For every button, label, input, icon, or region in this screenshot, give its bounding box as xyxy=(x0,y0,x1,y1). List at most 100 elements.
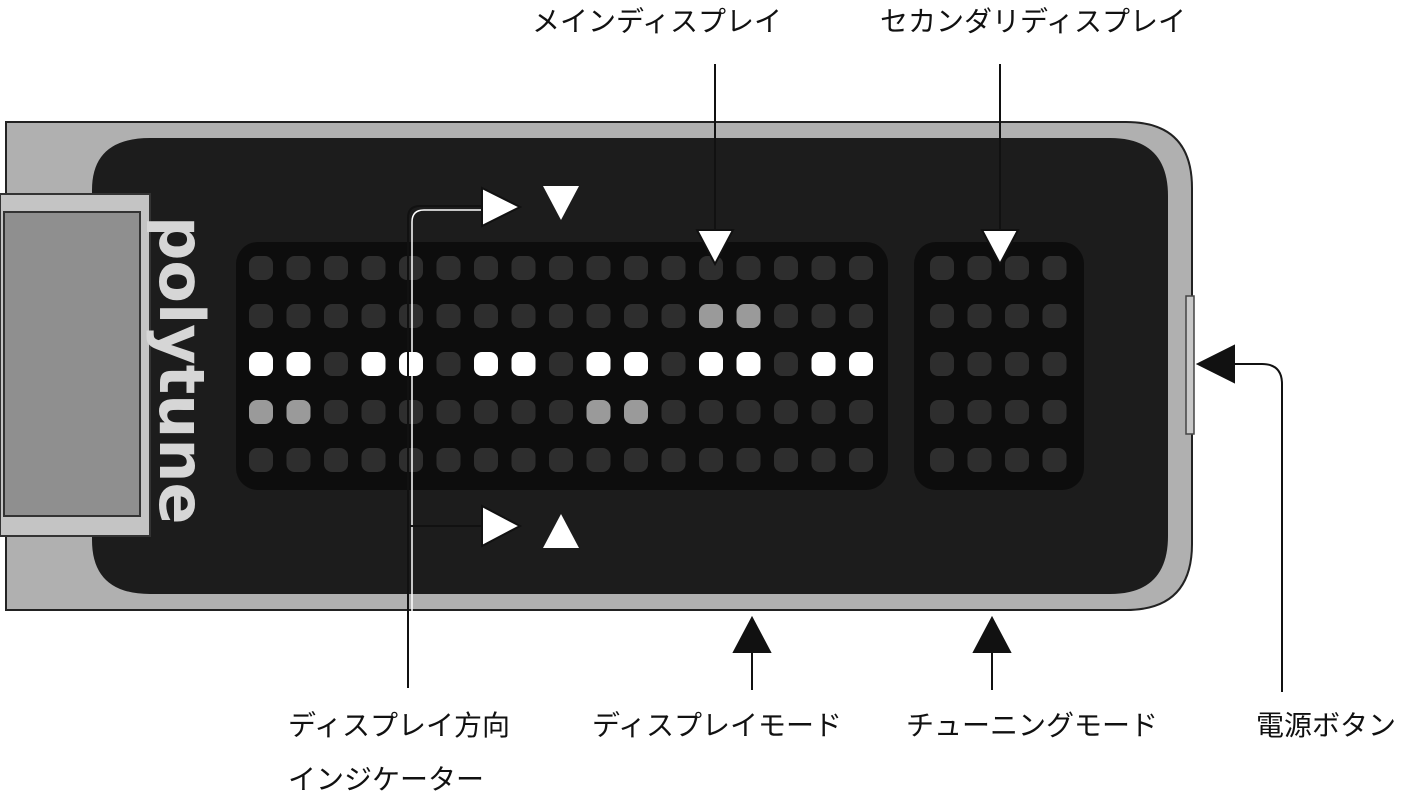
main-leds-led-off xyxy=(774,256,798,280)
main-leds-led-gray xyxy=(286,400,311,424)
main-leds-led-white xyxy=(474,352,498,376)
orientation-indicator-arrow-bottom-icon xyxy=(481,504,523,548)
label-power-button: 電源ボタン xyxy=(1256,709,1397,742)
main-leds-led-off xyxy=(811,304,836,328)
main-leds-led-off xyxy=(361,256,386,280)
main-leds-led-off xyxy=(399,448,423,472)
main-leds-led-off xyxy=(549,400,573,424)
label-orientation-indicator-line2: インジケーター xyxy=(288,763,485,796)
main-leds-led-white xyxy=(586,352,611,376)
sec-leds-led-off xyxy=(930,304,954,328)
main-leds-led-white xyxy=(361,352,386,376)
main-leds-led-off xyxy=(399,256,423,280)
main-leds-led-off xyxy=(436,304,461,328)
main-leds-led-off xyxy=(699,256,723,280)
main-leds-led-off xyxy=(661,304,686,328)
main-leds-led-off xyxy=(474,400,498,424)
sec-leds-led-off xyxy=(1042,352,1067,376)
main-leds-led-off xyxy=(249,256,273,280)
main-leds-led-off xyxy=(474,304,498,328)
main-leds-led-off xyxy=(736,400,761,424)
main-leds-led-off xyxy=(849,448,873,472)
main-leds-led-gray xyxy=(586,400,611,424)
sec-leds-led-off xyxy=(930,448,954,472)
tuning-mode-arrow-icon xyxy=(972,615,1012,653)
display-mode-arrow-icon xyxy=(732,615,772,653)
main-leds-led-off xyxy=(511,304,536,328)
main-leds-led-white xyxy=(249,352,273,376)
orientation-indicator-leader xyxy=(407,205,484,688)
main-leds-led-off xyxy=(324,304,348,328)
main-leds-led-off xyxy=(436,448,461,472)
main-leds-led-off xyxy=(549,352,573,376)
main-leds-led-off xyxy=(661,256,686,280)
main-leds-led-off xyxy=(324,400,348,424)
sec-leds-led-off xyxy=(1005,400,1029,424)
main-display-arrow-icon xyxy=(695,229,735,267)
main-leds-led-off xyxy=(624,448,648,472)
main-leds-led-off xyxy=(774,352,798,376)
sec-leds-led-off xyxy=(967,400,992,424)
main-leds-led-off xyxy=(361,400,386,424)
main-leds-led-off xyxy=(736,256,761,280)
main-leds-led-off xyxy=(699,400,723,424)
main-leds-led-white xyxy=(736,352,761,376)
sec-leds-led-off xyxy=(1042,304,1067,328)
main-leds-led-white xyxy=(699,352,723,376)
main-leds-led-off xyxy=(811,448,836,472)
secondary-display-arrow-icon xyxy=(980,229,1020,267)
main-leds-led-off xyxy=(436,256,461,280)
main-leds-led-off xyxy=(324,352,348,376)
main-leds-led-off xyxy=(586,448,611,472)
sec-leds-led-off xyxy=(1042,448,1067,472)
main-leds-led-off xyxy=(811,256,836,280)
main-leds-led-off xyxy=(736,448,761,472)
main-leds-led-off xyxy=(436,352,461,376)
main-leds-led-off xyxy=(324,256,348,280)
brand-logo: polytune xyxy=(145,216,218,525)
main-leds-led-white xyxy=(849,352,873,376)
orientation-indicator-down-icon xyxy=(543,186,579,220)
main-leds-led-off xyxy=(399,304,423,328)
main-leds-led-off xyxy=(774,448,798,472)
main-leds-led-off xyxy=(399,400,423,424)
orientation-indicator-leader-inner xyxy=(411,209,484,688)
tuner-device: polytune xyxy=(0,121,1195,611)
main-leds-led-off xyxy=(624,304,648,328)
main-leds-led-off xyxy=(811,400,836,424)
main-leds-led-off xyxy=(436,400,461,424)
orientation-indicator-up-icon xyxy=(543,514,579,548)
sec-leds-led-off xyxy=(967,304,992,328)
sec-leds-led-off xyxy=(1042,400,1067,424)
main-leds-led-off xyxy=(474,256,498,280)
main-leds-led-off xyxy=(661,448,686,472)
main-leds-led-white xyxy=(511,352,536,376)
power-button-arrow-icon xyxy=(1195,344,1235,384)
power-button-leader xyxy=(1232,363,1283,692)
sec-leds-led-off xyxy=(967,352,992,376)
main-leds-led-white xyxy=(399,352,423,376)
main-leds-led-gray xyxy=(249,400,273,424)
main-leds-led-off xyxy=(849,400,873,424)
main-leds-led-off xyxy=(286,256,311,280)
main-leds-led-off xyxy=(586,304,611,328)
main-leds-led-off xyxy=(324,448,348,472)
secondary-display-panel xyxy=(914,242,1084,490)
main-leds-led-off xyxy=(549,448,573,472)
power-button[interactable] xyxy=(1185,295,1195,435)
main-leds-led-off xyxy=(624,256,648,280)
main-leds-led-off xyxy=(361,304,386,328)
main-leds-led-gray xyxy=(624,400,648,424)
main-leds-led-white xyxy=(286,352,311,376)
main-leds-led-off xyxy=(286,304,311,328)
main-leds-led-off xyxy=(774,400,798,424)
main-leds-led-off xyxy=(361,448,386,472)
main-leds-led-off xyxy=(249,448,273,472)
sec-leds-led-off xyxy=(1005,352,1029,376)
sec-leds-led-off xyxy=(1005,256,1029,280)
sec-leds-led-off xyxy=(1042,256,1067,280)
sec-leds-led-off xyxy=(967,448,992,472)
main-leds-led-gray xyxy=(736,304,761,328)
main-leds-led-off xyxy=(849,304,873,328)
main-leds-led-off xyxy=(549,304,573,328)
